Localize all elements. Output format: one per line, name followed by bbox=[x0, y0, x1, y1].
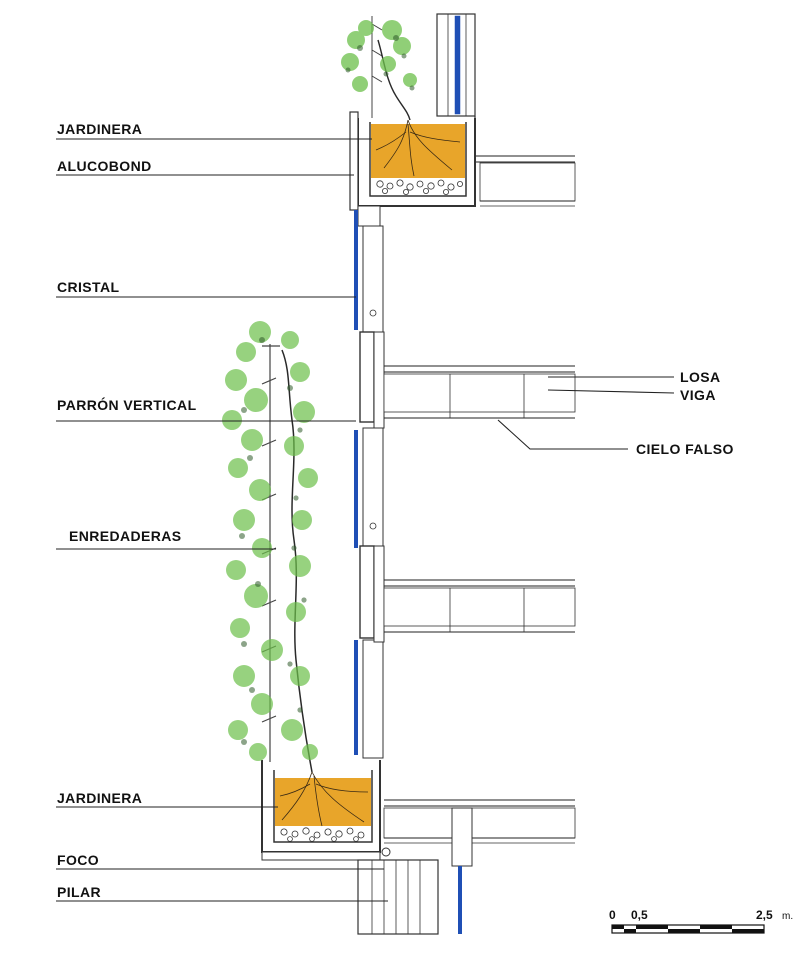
pillar-shape bbox=[357, 859, 439, 935]
upper-planter bbox=[349, 111, 576, 227]
leader-lines-right bbox=[497, 376, 675, 450]
label-jardinera-bottom: JARDINERA bbox=[57, 790, 142, 806]
label-enredaderas: ENREDADERAS bbox=[69, 528, 182, 544]
scale-unit: m. bbox=[782, 911, 793, 922]
soil-fill-upper bbox=[371, 124, 465, 184]
label-cristal: CRISTAL bbox=[57, 279, 119, 295]
scale-tick-25: 2,5 bbox=[756, 908, 773, 922]
label-alucobond: ALUCOBOND bbox=[57, 158, 152, 174]
roots-lower bbox=[279, 771, 369, 827]
soil-fill-lower bbox=[275, 778, 371, 830]
leader-lines-left bbox=[56, 138, 388, 902]
label-losa: LOSA bbox=[680, 369, 721, 385]
slab-mid-2 bbox=[383, 579, 576, 633]
scale-tick-0: 0 bbox=[609, 908, 616, 922]
lower-planter bbox=[261, 760, 576, 935]
scale-bar: 0 0,5 2,5 m. bbox=[609, 908, 793, 934]
gravel-lower bbox=[280, 827, 365, 842]
slab-mid-1 bbox=[383, 365, 576, 419]
label-foco: FOCO bbox=[57, 852, 99, 868]
label-cielo-falso: CIELO FALSO bbox=[636, 441, 734, 457]
label-viga: VIGA bbox=[680, 387, 716, 403]
light-fixture-icon bbox=[381, 847, 391, 857]
label-pilar: PILAR bbox=[57, 884, 101, 900]
climbing-plants bbox=[222, 321, 318, 773]
roots-upper bbox=[375, 119, 461, 177]
scale-tick-05: 0,5 bbox=[631, 908, 648, 922]
label-jardinera-top: JARDINERA bbox=[57, 121, 142, 137]
upper-vine bbox=[341, 16, 417, 121]
glazing-column bbox=[354, 210, 385, 759]
gravel-upper bbox=[376, 179, 463, 195]
label-parron-vertical: PARRÓN VERTICAL bbox=[57, 396, 197, 413]
upper-window-frame bbox=[436, 13, 476, 117]
